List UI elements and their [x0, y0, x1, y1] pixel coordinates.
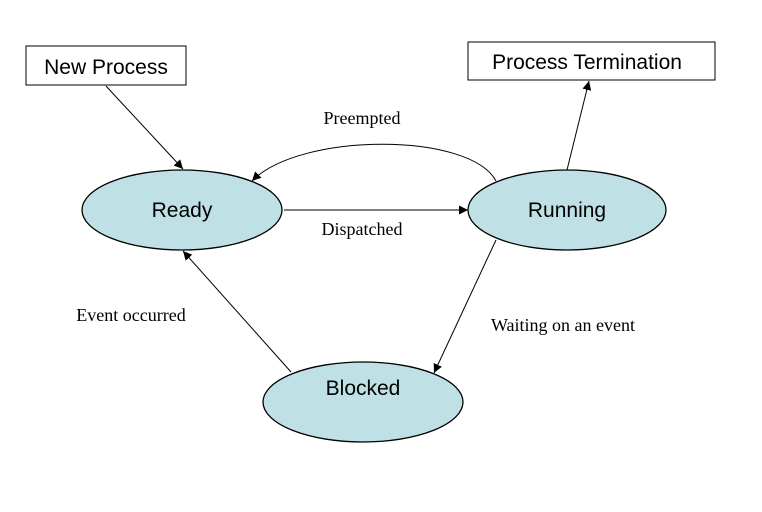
- blocked-state: Blocked: [262, 361, 464, 443]
- preempted-label: Preempted: [324, 108, 401, 128]
- edge-new-to-ready: [105, 85, 184, 170]
- edge-running-to-termination: [566, 80, 592, 171]
- ready-label: Ready: [152, 199, 213, 222]
- dispatched-label: Dispatched: [322, 219, 403, 239]
- process-termination-box: Process Termination: [467, 41, 716, 81]
- edge-preempted: [251, 143, 497, 182]
- waiting-on-event-label: Waiting on an event: [491, 315, 635, 335]
- event-occurred-label: Event occurred: [76, 305, 185, 325]
- edge-event-occurred: [182, 250, 292, 373]
- process-termination-label: Process Termination: [492, 51, 682, 74]
- running-state: Running: [467, 169, 667, 251]
- running-label: Running: [528, 199, 606, 222]
- new-process-label: New Process: [44, 56, 168, 79]
- new-process-box: New Process: [25, 45, 187, 86]
- blocked-label: Blocked: [326, 377, 401, 400]
- ready-state: Ready: [81, 169, 283, 251]
- edge-waiting: [433, 239, 497, 374]
